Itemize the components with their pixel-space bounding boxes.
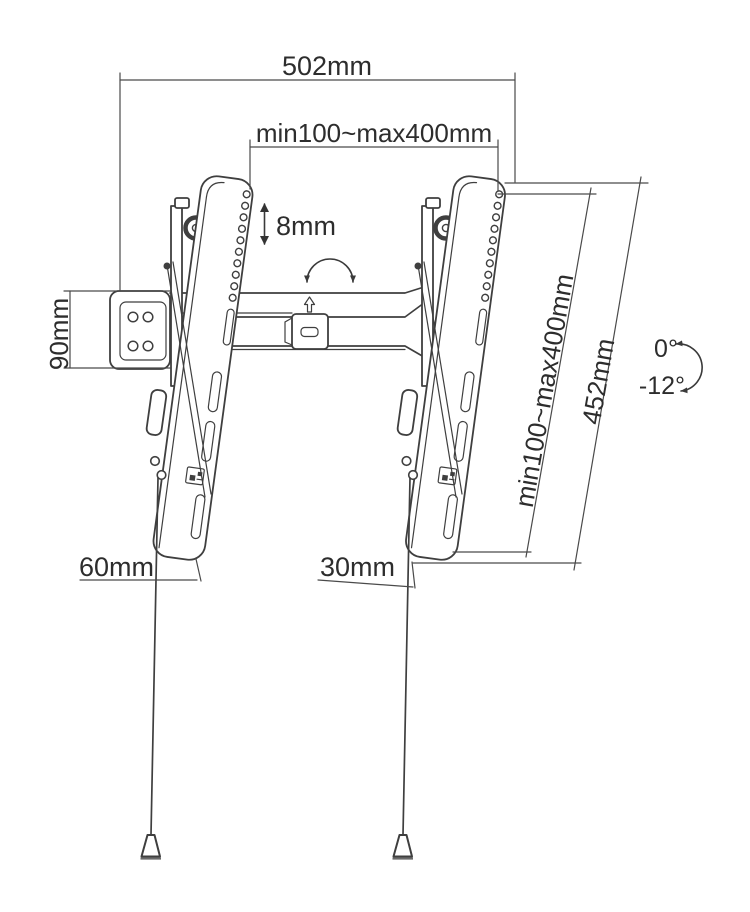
left-brace-line (172, 261, 212, 495)
dim-clearance-left-lines (79, 558, 202, 582)
left-cord-pull-handle (140, 834, 161, 858)
right-brace-line (423, 261, 463, 495)
right-cord-anchor (401, 455, 412, 467)
right-brace-line (417, 264, 457, 498)
left-cord-anchor (156, 469, 167, 481)
dimension-lines (63, 72, 703, 589)
right-hook-cap (425, 197, 441, 209)
right-bracket-arm (403, 173, 508, 563)
wall-plate-holes (127, 311, 154, 352)
dim-label-tilt-lower: -12° (639, 372, 685, 400)
right-latch-tab (396, 389, 419, 436)
dim-label-vesa-width: min100~max400mm (256, 118, 492, 148)
rail-top-edge (169, 286, 425, 294)
dim-clearance-right-lines (317, 561, 416, 589)
dim-label-plate-height: 90mm (44, 298, 74, 370)
left-pull-cord (150, 477, 159, 836)
right-cord-anchor (407, 469, 419, 481)
dim-plate-height-lines (63, 290, 171, 369)
tilt-linkage-braces (149, 261, 463, 498)
dim-bracket-length-lines (412, 176, 649, 571)
left-cord-anchor (149, 455, 161, 467)
left-brace-line (166, 264, 206, 498)
right-pull-cord (402, 477, 411, 836)
updown-arrow-icon (303, 296, 316, 313)
dim-label-total-width: 502mm (282, 51, 372, 81)
rail-lower-top-edge (169, 302, 425, 318)
angle-range-arc-icon (675, 340, 703, 394)
wall-plate (109, 290, 171, 370)
tilt-arc-icon (304, 258, 356, 283)
dim-label-tilt-upper: 0° (654, 335, 678, 363)
left-hook-cap (174, 197, 190, 209)
wall-plate-body (109, 290, 171, 370)
dim-label-vesa-height: min100~max400mm (509, 271, 580, 509)
left-latch-tab (145, 389, 168, 436)
rail-slider-block (284, 296, 329, 350)
dim-vesa-width-lines (249, 139, 499, 192)
right-cord-pull-handle (392, 834, 413, 858)
dim-label-bracket-length: 452mm (576, 336, 621, 427)
dim-label-clearance-right: 30mm (320, 552, 395, 582)
dim-vesa-height-lines (452, 187, 597, 558)
rail-lower-bottom-edge (169, 345, 425, 358)
slider-body (291, 313, 329, 350)
slider-slot (300, 326, 319, 338)
wall-plate-inner (119, 301, 167, 361)
pull-cords (140, 477, 413, 860)
dim-label-hole-spacing: 8mm (276, 211, 336, 241)
dim-total-width-lines (119, 72, 516, 292)
slider-flange (284, 317, 293, 346)
dim-label-clearance-left: 60mm (79, 552, 154, 582)
